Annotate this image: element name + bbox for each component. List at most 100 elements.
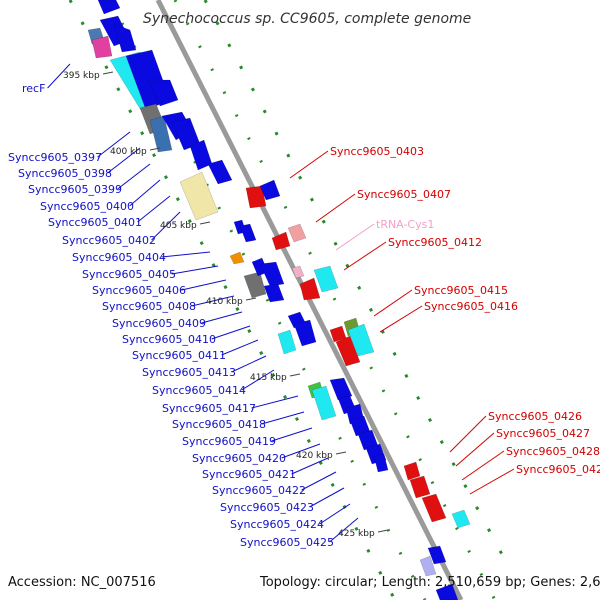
leader-line-right <box>449 415 487 453</box>
accession-text: Accession: NC_007516 <box>8 575 156 590</box>
gene-label-right: Syncc9605_0403 <box>330 145 424 158</box>
gene-feature <box>271 231 291 251</box>
gene-label-right: Syncc9605_0426 <box>488 410 582 423</box>
gene-label-left: Syncc9605_0402 <box>62 234 156 247</box>
gene-label-left: Syncc9605_0398 <box>18 167 112 180</box>
gene-feature <box>259 261 285 287</box>
gene-feature <box>427 545 447 565</box>
leader-line-right <box>469 468 515 495</box>
kbp-marker: 400 kbp <box>110 147 147 157</box>
gene-feature <box>243 271 267 299</box>
gene-label-left: Syncc9605_0408 <box>102 300 196 313</box>
gene-label-right: Syncc9605_0407 <box>357 188 451 201</box>
gene-feature <box>313 265 339 293</box>
leader-line-left <box>309 487 345 508</box>
gene-feature <box>259 179 281 201</box>
trna-label: tRNA-Cys1 <box>376 218 434 231</box>
leader-line-left <box>117 163 151 190</box>
leader-line-left <box>107 147 141 174</box>
gene-feature <box>179 171 219 221</box>
gene-label-left: Syncc9605_0400 <box>40 200 134 213</box>
kbp-marker: 425 kbp <box>338 529 375 539</box>
leader-line-left <box>47 63 71 89</box>
gene-label-left: recF <box>22 82 45 95</box>
leader-line-left <box>221 339 259 356</box>
genes-layer <box>87 0 471 600</box>
gene-label-left: Syncc9605_0422 <box>212 484 306 497</box>
gene-label-left: Syncc9605_0406 <box>92 284 186 297</box>
gene-label-left: Syncc9605_0417 <box>162 402 256 415</box>
gene-feature <box>147 79 179 107</box>
kbp-marker: 420 kbp <box>296 451 333 461</box>
gene-label-left: Syncc9605_0413 <box>142 366 236 379</box>
leader-line-left <box>97 131 131 158</box>
gene-label-left: Syncc9605_0399 <box>28 183 122 196</box>
track-left-inner <box>108 0 427 600</box>
leader-line-right <box>373 289 413 317</box>
gene-feature <box>435 583 459 600</box>
leader-line-right <box>461 450 505 481</box>
kbp-marker: 410 kbp <box>206 297 243 307</box>
gene-feature <box>451 509 471 529</box>
gene-feature <box>403 461 421 481</box>
gene-feature <box>299 277 321 301</box>
gene-feature <box>245 185 267 209</box>
backbone-layer <box>155 0 464 600</box>
leader-line-left <box>241 369 275 391</box>
kbp-tick <box>245 297 257 301</box>
kbp-tick <box>149 147 161 151</box>
gene-label-left: Syncc9605_0410 <box>122 333 216 346</box>
gene-feature <box>421 493 447 523</box>
gene-feature <box>419 555 437 577</box>
leader-line-right <box>289 150 329 179</box>
gene-feature <box>229 251 245 265</box>
kbp-tick <box>199 221 211 225</box>
gene-label-left: Syncc9605_0397 <box>8 151 102 164</box>
leader-line-left <box>251 395 299 409</box>
gene-feature <box>373 453 389 473</box>
leader-line-left <box>211 325 251 340</box>
leader-line-left <box>261 411 305 425</box>
gene-feature <box>277 329 297 355</box>
gene-feature <box>239 223 257 243</box>
gene-label-left: Syncc9605_0401 <box>48 216 142 229</box>
gene-label-left: Syncc9605_0423 <box>220 501 314 514</box>
gene-label-right: Syncc9605_0412 <box>388 236 482 249</box>
tracks-layer <box>68 0 507 600</box>
gene-label-left: Syncc9605_0425 <box>240 536 334 549</box>
gene-feature <box>311 385 337 421</box>
gene-feature <box>97 0 121 15</box>
gene-label-left: Syncc9605_0404 <box>72 251 166 264</box>
kbp-tick <box>335 451 347 455</box>
gene-feature <box>113 23 137 53</box>
gene-feature <box>91 35 113 59</box>
map-title: Synechococcus sp. CC9605, complete genom… <box>143 11 471 27</box>
leader-line-right <box>315 193 356 223</box>
gene-feature <box>329 377 353 401</box>
leader-line-left <box>271 427 313 442</box>
gene-label-left: Syncc9605_0421 <box>202 468 296 481</box>
gene-feature <box>347 323 375 357</box>
gene-label-left: Syncc9605_0424 <box>230 518 324 531</box>
gene-label-left: Syncc9605_0420 <box>192 452 286 465</box>
topology-text: Topology: circular; Length: 2,510,659 bp… <box>259 575 600 590</box>
leader-line-left <box>231 355 267 373</box>
kbp-tick <box>289 373 301 377</box>
leader-line-left <box>301 471 337 491</box>
kbp-tick <box>102 71 114 75</box>
kbp-marker: 415 kbp <box>250 373 287 383</box>
gene-label-left: Syncc9605_0411 <box>132 349 226 362</box>
leader-line-left <box>329 517 359 543</box>
gene-label-left: Syncc9605_0409 <box>112 317 206 330</box>
gene-feature <box>335 335 361 367</box>
leader-lines-layer <box>47 63 515 543</box>
gene-feature <box>291 265 305 279</box>
gene-labels-layer: recFSyncc9605_0397Syncc9605_0398Syncc960… <box>8 82 600 549</box>
gene-feature <box>207 159 233 185</box>
leader-line-left <box>281 443 321 459</box>
gene-feature <box>149 115 173 153</box>
leader-line-left <box>181 279 227 291</box>
leader-line-right <box>379 305 423 333</box>
